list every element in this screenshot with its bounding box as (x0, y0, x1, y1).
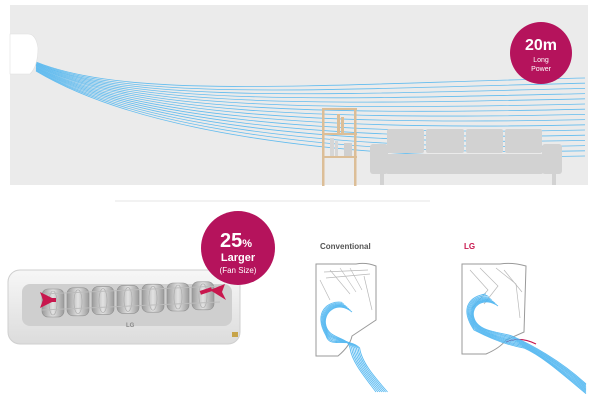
airflow-line (468, 296, 587, 392)
airflow-line (470, 298, 587, 390)
airflow-line (35, 64, 586, 108)
wall-ac-unit (9, 33, 39, 75)
airflow-line (324, 306, 377, 393)
fan-drum-rim (173, 284, 183, 310)
range-badge-value: 20m (525, 37, 557, 54)
airflow-line (35, 66, 586, 122)
fan-drum-rim (148, 285, 158, 311)
conventional-diagram: Conventional (315, 242, 388, 393)
airflow-line (322, 303, 385, 393)
airflow-line (472, 300, 587, 386)
unit-logo: LG (126, 323, 135, 329)
range-badge-line2: Power (531, 66, 552, 73)
sofa (370, 129, 562, 185)
fan-drum-rim (198, 283, 208, 309)
conventional-airflow (320, 301, 388, 393)
fan-drum-rim (73, 289, 83, 315)
fan-drum-rim (98, 288, 108, 313)
airflow-line (467, 295, 587, 393)
airflow-line (35, 62, 586, 91)
airflow-line (35, 62, 586, 95)
airflow-line (321, 302, 386, 393)
fan-drum-rim (123, 287, 133, 312)
airflow-line (35, 65, 586, 112)
airflow-line (323, 305, 381, 393)
airflow-line (323, 304, 383, 393)
airflow-line (471, 299, 587, 388)
svg-text:25%: 25% (220, 230, 252, 252)
lg-diagram: LG (461, 242, 587, 394)
top-panel: 20m Long Power (9, 5, 588, 186)
airflow-line (466, 293, 587, 394)
fan-size-badge-value: 25 (220, 230, 242, 252)
range-badge-line1: Long (533, 57, 549, 64)
airflow-line (35, 65, 586, 117)
fan-size-badge: 25% Larger (Fan Size) (201, 211, 275, 285)
lg-airflow (466, 293, 587, 394)
fan-size-badge-line2: (Fan Size) (220, 266, 257, 275)
airflow-line (35, 61, 586, 87)
airflow-line (35, 67, 586, 127)
airflow-line (35, 63, 586, 99)
indoor-unit-illustration: LG (7, 269, 241, 345)
conventional-label: Conventional (320, 242, 371, 251)
airflow-line (320, 301, 388, 393)
airflow-line (471, 300, 587, 387)
airflow-line (35, 64, 586, 103)
fan-size-badge-line1: Larger (221, 252, 256, 264)
airflow-line (472, 301, 587, 385)
airflow-line (469, 297, 587, 391)
lg-label: LG (464, 242, 475, 251)
airflow-line (324, 306, 379, 393)
range-badge: 20m Long Power (510, 22, 572, 84)
bookshelf (322, 108, 357, 186)
fan-size-arrow-right (210, 284, 226, 300)
fan-size-badge-unit: % (242, 238, 252, 250)
